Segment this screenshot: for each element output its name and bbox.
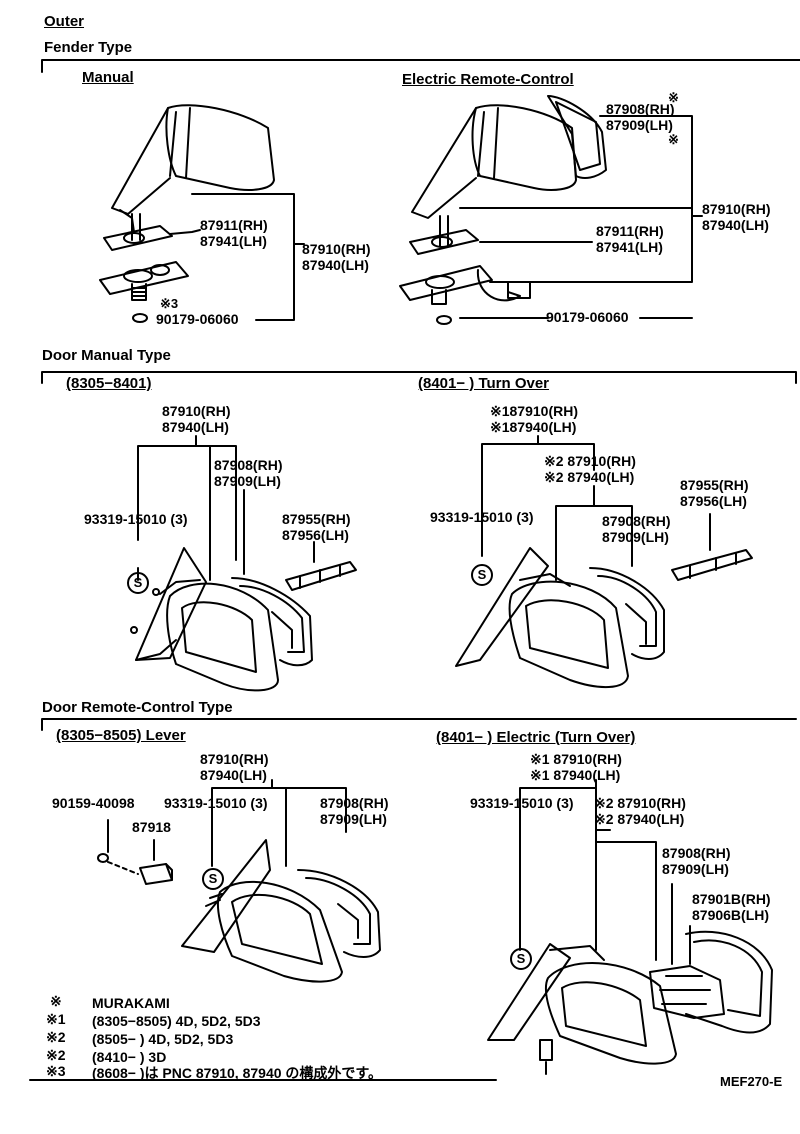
footnote-mark: ※2 [46, 1029, 66, 1045]
heading-door-remote-type: Door Remote-Control Type [42, 699, 233, 716]
heading-outer: Outer [44, 13, 85, 30]
part-label: 90179-06060 [156, 311, 239, 327]
part-label: 87910(RH) [162, 403, 231, 419]
footnote-mark: ※1 [46, 1011, 66, 1027]
fender-manual-mirror-drawing [99, 104, 275, 323]
part-label: 87940(LH) [702, 217, 769, 233]
part-label: 87909(LH) [320, 811, 387, 827]
part-label: 87908(RH) [320, 795, 389, 811]
part-label: 87910(RH) [200, 751, 269, 767]
part-label: 87909(LH) [606, 117, 673, 133]
part-label: 87908(RH) [662, 845, 731, 861]
part-label: 90179-06060 [546, 309, 629, 325]
part-label: 87908(RH) [606, 101, 675, 117]
door-remote-section-bracket [41, 718, 797, 731]
footnote-ref-mark: ※ [668, 90, 679, 105]
screw-symbol-icon: S [471, 564, 493, 586]
part-label: 87940(LH) [302, 257, 369, 273]
part-label: ※1 87940(LH) [530, 767, 621, 783]
part-label: 93319-15010 (3) [470, 795, 574, 811]
part-label: 87911(RH) [200, 217, 268, 233]
heading-door-manual-type: Door Manual Type [42, 347, 171, 364]
part-label: 87901B(RH) [692, 891, 771, 907]
part-label: 93319-15010 (3) [430, 509, 534, 525]
footnote-text: (8505− ) 4D, 5D2, 5D3 [92, 1031, 234, 1047]
footnote-ref-mark: ※3 [160, 296, 179, 311]
part-label: 87909(LH) [602, 529, 669, 545]
part-label: 87941(LH) [200, 233, 267, 249]
door-remote-left-mirror-drawing [97, 839, 381, 983]
footnote-text: (8305−8505) 4D, 5D2, 5D3 [92, 1013, 261, 1029]
fender-electric-mirror-drawing [399, 95, 607, 325]
part-label: 87908(RH) [214, 457, 283, 473]
part-label: 87910(RH) [302, 241, 371, 257]
screw-symbol-icon: S [202, 868, 224, 890]
part-label: 87940(LH) [162, 419, 229, 435]
fender-section-bracket [41, 59, 800, 73]
part-label: 87955(RH) [282, 511, 351, 527]
part-label: 87955(RH) [680, 477, 749, 493]
door-manual-right-mirror-drawing [455, 547, 753, 689]
part-label: ※187910(RH) [490, 403, 578, 419]
door-remote-right-mirror-drawing [487, 930, 773, 1075]
part-label: 87909(LH) [214, 473, 281, 489]
part-label: ※2 87940(LH) [544, 469, 635, 485]
part-label: ※2 87910(RH) [594, 795, 686, 811]
footnote-ref-mark: ※ [668, 132, 679, 147]
part-label: 87941(LH) [596, 239, 663, 255]
part-label: ※187940(LH) [490, 419, 577, 435]
screw-symbol-icon: S [510, 948, 532, 970]
footnote-text: (8608− )は PNC 87910, 87940 の構成外です。 [92, 1065, 383, 1081]
door-manual-section-bracket [41, 371, 797, 384]
part-label: 90159-40098 [52, 795, 135, 811]
door-manual-left-mirror-drawing [130, 547, 357, 692]
part-label: 93319-15010 (3) [84, 511, 188, 527]
part-label: 87911(RH) [596, 223, 664, 239]
heading-door-remote-right-range: (8401− ) Electric (Turn Over) [436, 729, 636, 746]
part-label: 87956(LH) [680, 493, 747, 509]
part-label: 87918 [132, 819, 171, 835]
heading-door-remote-left-range: (8305−8505) Lever [56, 727, 186, 744]
heading-door-manual-right-range: (8401− ) Turn Over [418, 375, 550, 392]
footnote-text: MURAKAMI [92, 995, 170, 1011]
part-label: 87956(LH) [282, 527, 349, 543]
figure-code: MEF270-E [720, 1074, 783, 1089]
heading-manual: Manual [82, 69, 134, 86]
part-label: ※2 87910(RH) [544, 453, 636, 469]
footnote-mark: ※2 [46, 1047, 66, 1063]
heading-electric-remote-control: Electric Remote-Control [402, 71, 574, 88]
footnote-text: (8410− ) 3D [92, 1049, 167, 1065]
footnote-mark: ※3 [46, 1063, 66, 1079]
heading-door-manual-left-range: (8305−8401) [66, 375, 152, 392]
footnote-mark: ※ [50, 993, 62, 1009]
part-label: 87906B(LH) [692, 907, 770, 923]
part-label: 87909(LH) [662, 861, 729, 877]
part-label: 93319-15010 (3) [164, 795, 268, 811]
part-label: 87910(RH) [702, 201, 771, 217]
part-label: ※2 87940(LH) [594, 811, 685, 827]
part-label: 87940(LH) [200, 767, 267, 783]
part-label: ※1 87910(RH) [530, 751, 622, 767]
heading-fender-type: Fender Type [44, 39, 133, 56]
screw-symbol-icon: S [127, 572, 149, 594]
part-label: 87908(RH) [602, 513, 671, 529]
